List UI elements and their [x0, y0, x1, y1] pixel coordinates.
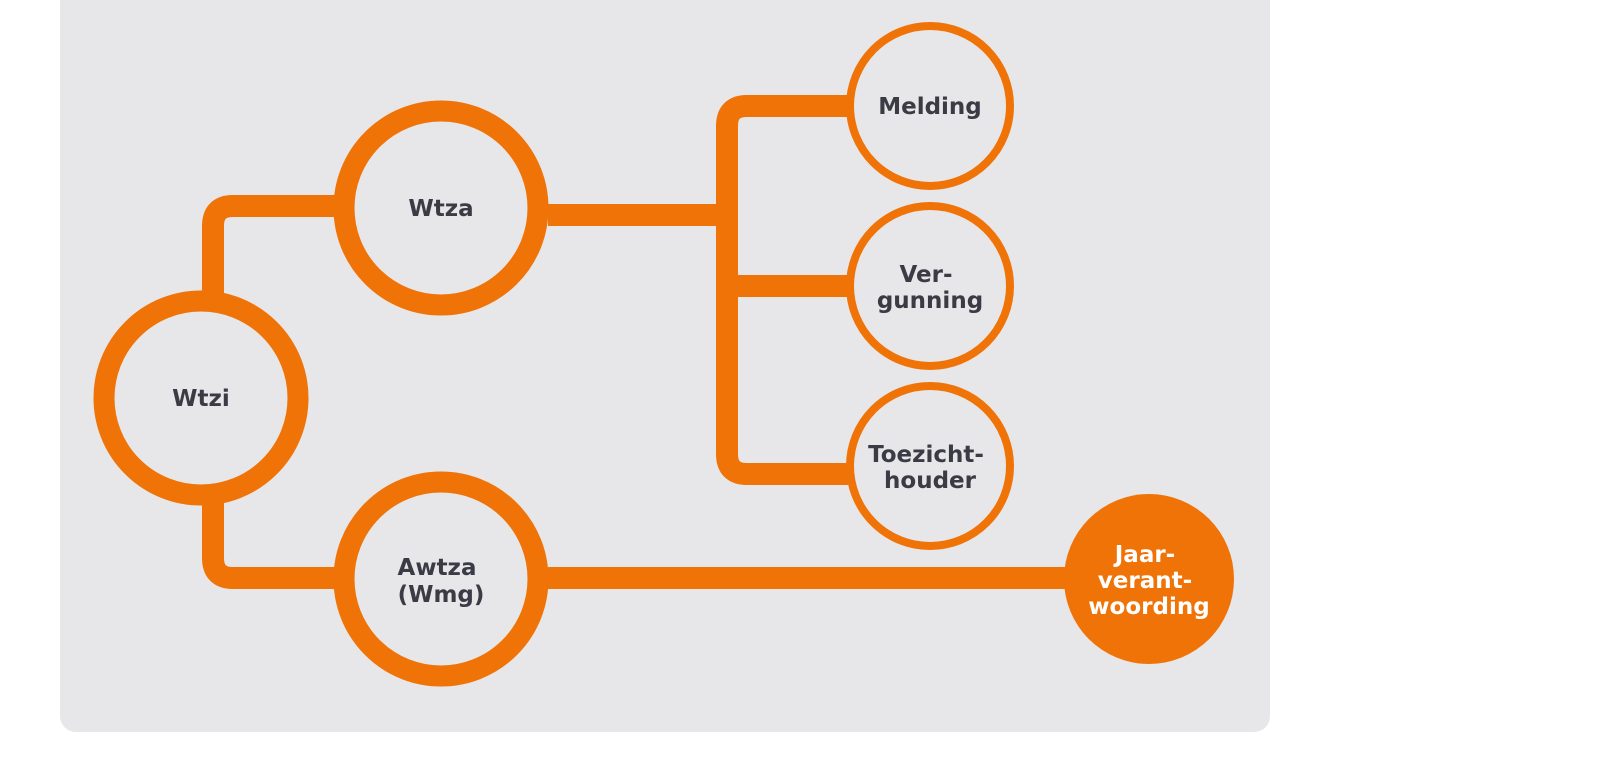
node-wtzi-line-1: Wtzi [172, 386, 230, 412]
node-vergunning: Ver- gunning [846, 202, 1014, 370]
node-toezichthouder-line-2: houder [884, 468, 977, 494]
node-awtza-line-2: (Wmg) [398, 582, 485, 608]
node-vergunning-line-1: Ver- [899, 262, 952, 288]
node-wtza-line-1: Wtza [408, 196, 473, 222]
node-jaarverantwoording-line-2: verant- [1098, 568, 1192, 594]
node-jaarverantwoording-line-1: Jaar- [1113, 542, 1176, 568]
connector-wtzi-wtza [202, 195, 340, 300]
node-melding: Melding [846, 22, 1014, 190]
node-wtza: Wtza [333, 100, 549, 316]
node-toezichthouder-label: Toezicht- houder [868, 442, 992, 494]
node-jaarverantwoording-label: Jaar- verant- woording [1088, 542, 1209, 620]
node-toezichthouder-circle [846, 382, 1014, 550]
connector-wtzi-awtza [202, 495, 340, 589]
node-jaarverantwoording-circle [1064, 494, 1234, 664]
node-jaarverantwoording: Jaar- verant- woording [1064, 494, 1234, 664]
node-vergunning-label: Ver- gunning [877, 262, 983, 314]
node-wtzi-label: Wtzi [172, 386, 230, 412]
node-wtzi-circle [93, 290, 309, 506]
node-awtza-line-1: Awtza [398, 555, 477, 581]
node-vergunning-line-2: gunning [877, 288, 983, 314]
node-melding-label: Melding [878, 94, 982, 120]
node-melding-line-1: Melding [878, 94, 982, 120]
node-awtza-circle [333, 471, 549, 687]
node-toezichthouder-line-1: Toezicht- [868, 442, 984, 468]
node-wtzi: Wtzi [93, 290, 309, 506]
node-wtza-circle [333, 100, 549, 316]
node-melding-circle [846, 22, 1014, 190]
node-wtza-label: Wtza [408, 196, 473, 222]
node-jaarverantwoording-line-3: woording [1088, 594, 1209, 620]
node-vergunning-circle [846, 202, 1014, 370]
node-awtza-label: Awtza (Wmg) [398, 555, 485, 608]
node-awtza: Awtza (Wmg) [333, 471, 549, 687]
node-toezichthouder: Toezicht- houder [846, 382, 1014, 550]
